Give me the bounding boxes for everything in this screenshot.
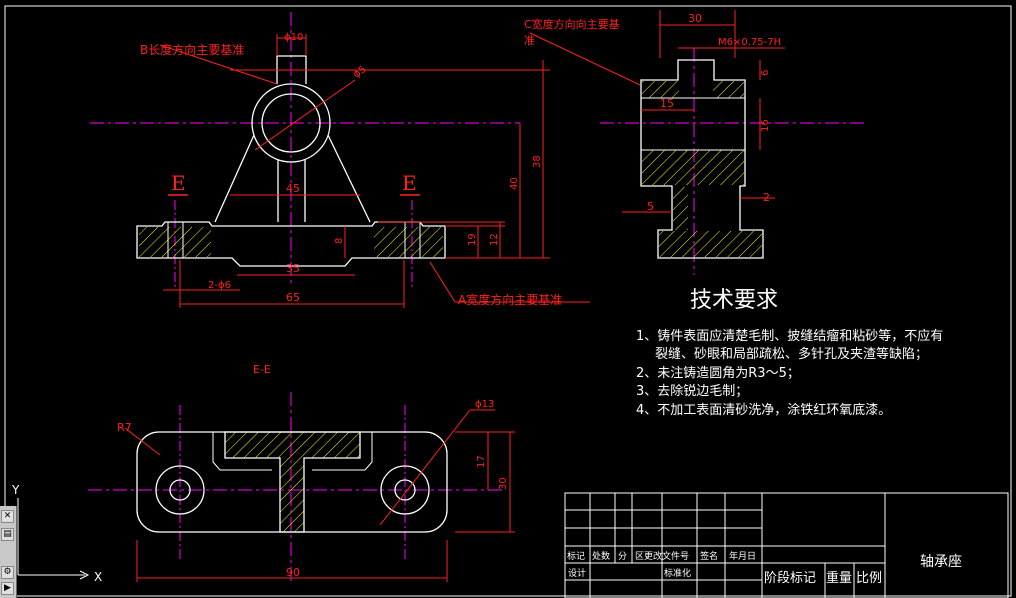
dim-side-16: 16 [760,119,771,132]
cut-mark-label-right: E [402,171,417,195]
side-view [529,10,865,275]
side-hatch-base [659,231,762,257]
support-flanks [214,134,371,223]
title-row-label-part: 分 [618,551,627,562]
dim-side-5: 5 [647,200,654,213]
plan-hole-left-inner [169,479,191,501]
palette-properties-icon[interactable]: ▤ [1,528,14,541]
title-weight: 重量 [826,570,852,586]
side-hatch-middle [642,150,744,185]
tech-req-line-2: 裂缝、砂眼和局部疏松、多针孔及夹渣等缺陷； [655,346,928,362]
dim-plan-90: 90 [286,566,300,579]
dim-2phi6: 2-ϕ6 [208,280,231,291]
side-hatch-top-right [713,81,744,98]
dim-40: 40 [509,177,520,190]
side-hatch-web [673,187,688,230]
title-scale: 比例 [856,571,882,586]
dim-side-15: 15 [660,97,674,110]
title-part-name: 轴承座 [920,554,962,570]
title-row-label-date: 年月日 [729,550,756,562]
title-block [564,492,1009,598]
title-row-label-count: 处数 [592,550,610,562]
cut-mark-label-left: E [171,171,186,195]
dim-side-30: 30 [688,12,702,25]
dim-65: 65 [286,291,300,304]
plan-hole-right-outer [380,465,430,515]
dim-side-2: 2 [763,191,770,204]
tech-req-line-5: 4、不加工表面清砂洗净，涂铁红环氧底漆。 [636,402,891,418]
bore-inner-circle [261,93,321,153]
dim-plan-17: 17 [476,455,487,468]
dim-thread: M6×0.75-7H [718,37,781,48]
side-hatch-top-left [642,81,679,98]
side-dimension-lines [529,10,785,213]
plan-recess [212,432,373,471]
dim-side-6: 6 [760,70,771,76]
dim-38: 38 [532,155,543,168]
ucs-icon [17,498,90,580]
title-row-label-sign: 签名 [700,550,718,562]
front-base-hatch-left [139,227,211,257]
title-design: 设计 [568,567,586,579]
dim-12: 12 [489,233,500,246]
dim-r7: R7 [117,421,132,434]
front-dimension-lines [159,34,590,308]
tool-palette: ✕ ▤ ⚙ ▶ [0,506,17,598]
plan-dimension-lines [124,409,515,582]
datum-a-label: A宽度方向主要基准 [458,292,562,307]
dim-19: 19 [467,233,478,246]
drawing-frame [4,5,1012,597]
dim-plan-30: 30 [498,477,509,490]
ucs-x-label: X [94,570,102,584]
title-row-label-changedoc: 更改文件号 [644,550,689,562]
dim-45: 45 [286,182,300,195]
palette-close-icon[interactable]: ✕ [1,510,14,523]
dim-phi13: ϕ13 [475,399,494,410]
front-view [90,12,590,308]
datum-c-label-line1: C宽度方向向主要基 [524,17,620,31]
datum-c-label-line2: 准 [524,34,535,47]
section-label-ee: E-E [253,363,271,376]
plan-hole-left-outer [155,465,205,515]
side-outline [640,59,764,259]
dim-phi10: ϕ10 [284,32,303,43]
tech-req-line-3: 2、未注铸造圆角为R3～5； [636,365,800,381]
title-stage-mark: 阶段标记 [764,571,816,586]
title-standardize: 标准化 [664,567,691,579]
title-row-label-mark: 标记 [567,550,585,562]
plan-section-view [88,392,515,582]
tech-req-line-1: 1、铸件表面应清楚毛制、披缝结瘤和粘砂等，不应有 [636,328,943,344]
dim-35: 35 [286,262,300,275]
plan-hole-right-inner [394,479,416,501]
palette-expand-icon[interactable]: ▶ [1,582,14,595]
title-row-label-zone: 区 [635,551,644,562]
palette-settings-icon[interactable]: ⚙ [1,566,14,579]
dim-8: 8 [334,238,345,244]
tech-req-line-4: 3、去除锐边毛制； [636,384,748,399]
bore-outer-circle [251,83,331,163]
front-base-hatch-right [374,227,443,257]
dim-phi-bore: ϕ5 [351,64,368,80]
datum-b-label: B长度方向主要基准 [140,42,244,57]
tech-req-title: 技术要求 [690,288,778,313]
plan-rib [224,431,361,533]
front-base [136,221,446,267]
ucs-y-label: Y [11,483,20,497]
